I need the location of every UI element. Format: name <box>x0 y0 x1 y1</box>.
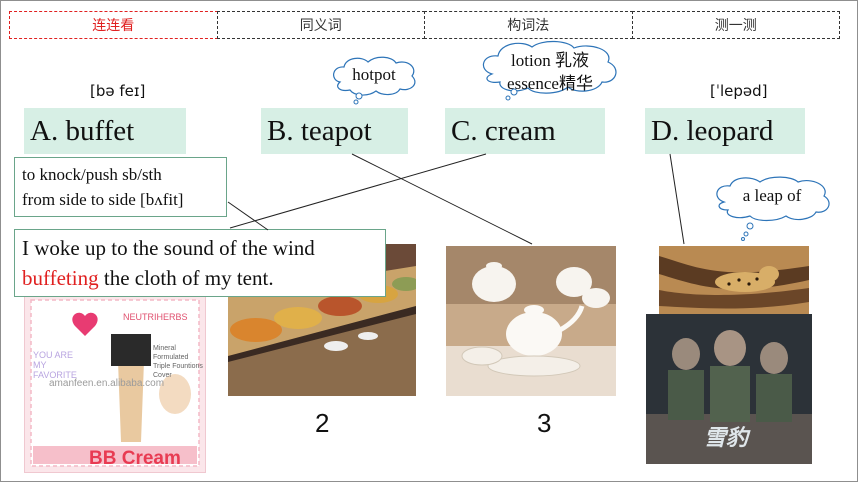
definition-box: to knock/push sb/sth from side to side [… <box>14 157 227 217</box>
image-number-3: 3 <box>537 408 552 438</box>
teapot-image <box>446 246 616 396</box>
word-box-teapot[interactable]: B. teapot <box>261 108 408 154</box>
bb-watermark: amanfeen.en.alibaba.com <box>49 378 165 389</box>
bubble-cream-line1: lotion 乳液 <box>511 51 589 70</box>
word-label-teapot: B. teapot <box>267 114 372 147</box>
tab-synonyms[interactable]: 同义词 <box>216 11 425 39</box>
word-box-cream[interactable]: C. cream <box>445 108 605 154</box>
tab-quiz[interactable]: 测一测 <box>631 11 840 39</box>
word-box-leopard[interactable]: D. leopard <box>645 108 805 154</box>
bb-brand-label: NEUTRIHERBS <box>123 312 188 322</box>
bubble-cream-line2: essence精华 <box>507 74 593 93</box>
word-label-cream: C. cream <box>451 114 556 147</box>
movie-title: 雪豹 <box>704 426 749 451</box>
bb-feature-2: Triple Fountions <box>153 363 203 370</box>
sentence-highlight-word: buffeting <box>22 266 99 290</box>
word-label-leopard: D. leopard <box>651 114 774 147</box>
leopard-image <box>659 246 809 316</box>
image-number-2: 2 <box>315 408 330 438</box>
phonetic-leopard: [ˈlepəd] <box>710 82 768 100</box>
tab-word-formation[interactable]: 构词法 <box>424 11 633 39</box>
tab-matching[interactable]: 连连看 <box>9 11 218 39</box>
sentence-line2: buffeting the cloth of my tent. <box>22 263 385 293</box>
thought-bubble-icon <box>333 56 416 105</box>
tab-bar: 连连看 同义词 构词法 测一测 <box>9 11 840 39</box>
movie-poster-illustration <box>646 314 812 464</box>
definition-line1: to knock/push sb/sth <box>22 165 162 184</box>
sentence-line1: I woke up to the sound of the wind <box>22 236 315 260</box>
teapot-illustration <box>446 246 616 396</box>
bubble-hotpot-text: hotpot <box>352 65 396 84</box>
movie-poster-image: 雪豹 <box>646 314 812 464</box>
bb-feature-1: Mineral Formulated <box>153 345 189 361</box>
example-sentence-box: I woke up to the sound of the wind buffe… <box>14 229 386 297</box>
sentence-rest: the cloth of my tent. <box>98 266 274 290</box>
bb-title: BB Cream <box>89 448 181 469</box>
bubble-hotpot: hotpot <box>326 54 422 106</box>
bb-features: Mineral Formulated Triple Fountions Cove… <box>153 344 203 380</box>
bb-feature-3: Cover <box>153 372 172 379</box>
phonetic-buffet: [bə feɪ] <box>90 82 146 100</box>
word-box-buffet[interactable]: A. buffet <box>24 108 186 154</box>
definition-line2: from side to side [bʌfit] <box>22 190 184 209</box>
word-label-buffet: A. buffet <box>30 114 135 147</box>
bb-side-label: YOU ARE MY FAVORITE <box>33 350 77 380</box>
bubble-leopard: a leap of <box>710 176 834 242</box>
bubble-leopard-text: a leap of <box>742 186 802 205</box>
leopard-illustration <box>659 246 809 316</box>
thought-bubble-icon <box>716 176 830 241</box>
thought-bubble-icon <box>482 40 617 101</box>
bb-cream-image: NEUTRIHERBS YOU ARE MY FAVORITE Mineral … <box>24 293 206 473</box>
bb-cream-illustration <box>30 299 200 467</box>
bubble-cream: lotion 乳液 essence精华 <box>476 40 624 102</box>
bubble-cream-text: lotion 乳液 essence精华 <box>476 49 624 95</box>
